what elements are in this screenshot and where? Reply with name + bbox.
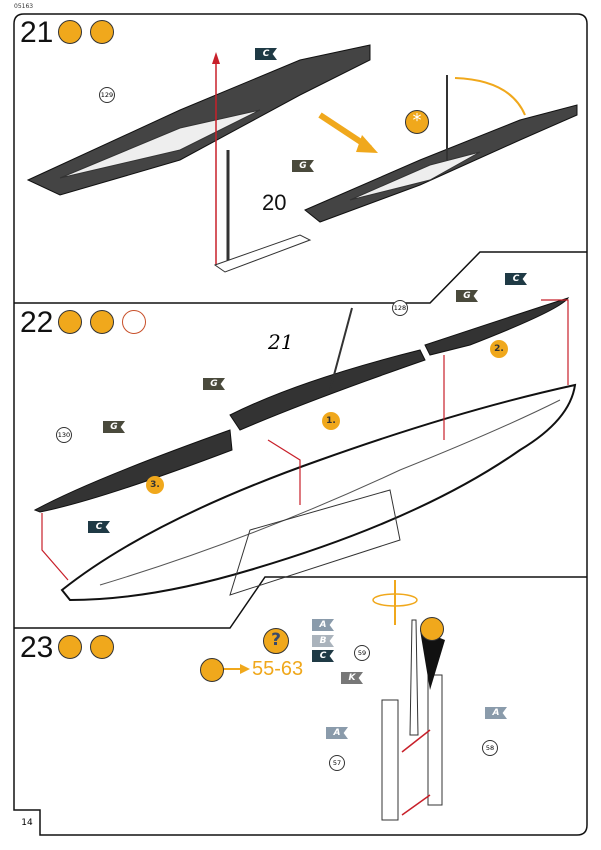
clock-icon <box>122 310 146 334</box>
no-glue-icon <box>420 617 444 641</box>
flag-label: B <box>312 635 334 647</box>
flag-label: G <box>203 378 225 390</box>
deck-part-right <box>304 104 578 223</box>
page-reference: 55-63 <box>252 658 304 680</box>
flag-label: K <box>341 672 363 684</box>
asterisk-icon: * <box>405 110 429 134</box>
mast-part-20 <box>213 150 312 273</box>
flag-label: A <box>326 727 348 739</box>
decal-sheet-icon <box>200 658 224 682</box>
order-marker: 3. <box>146 476 164 494</box>
deck-part-129 <box>26 44 371 196</box>
step-number: 23 <box>20 631 54 664</box>
deck-part-128 <box>424 297 570 356</box>
part-59 <box>409 619 419 736</box>
order-marker: 1. <box>322 412 340 430</box>
deck-part-21 <box>229 307 426 431</box>
callout-part: 128 <box>392 300 408 316</box>
flag-label: A <box>312 619 334 631</box>
help-icon: ? <box>263 628 289 654</box>
flag-label: G <box>456 290 478 302</box>
paint-brush-icon <box>90 635 114 659</box>
product-code: 05163 <box>14 3 34 10</box>
step-number: 21 <box>20 16 54 49</box>
part-57 <box>381 699 399 821</box>
flag-label: C <box>88 521 110 533</box>
callout-part: 58 <box>482 740 498 756</box>
flag-label: G <box>292 160 314 172</box>
order-marker: 2. <box>490 340 508 358</box>
callout-part: 130 <box>56 427 72 443</box>
flag-label: C <box>312 650 334 662</box>
submarine-hull <box>60 383 577 602</box>
callout-part: 57 <box>329 755 345 771</box>
glue-icon <box>58 310 82 334</box>
flag-label: C <box>255 48 277 60</box>
flag-label: C <box>505 273 527 285</box>
part-58 <box>427 674 443 806</box>
callout-part: 20 <box>262 190 287 215</box>
deck-part-130 <box>33 429 233 513</box>
callout-part: 59 <box>354 645 370 661</box>
flag-label: G <box>103 421 125 433</box>
paint-brush-icon <box>90 20 114 44</box>
step-number: 22 <box>20 306 54 339</box>
callout-part: 129 <box>99 87 115 103</box>
flag-label: A <box>485 707 507 719</box>
glue-icon <box>58 20 82 44</box>
rotate-arrow <box>454 77 526 116</box>
paint-brush-icon <box>90 310 114 334</box>
page-number: 14 <box>21 818 33 828</box>
handwritten-part-ref: 21 <box>268 330 294 354</box>
glue-icon <box>58 635 82 659</box>
